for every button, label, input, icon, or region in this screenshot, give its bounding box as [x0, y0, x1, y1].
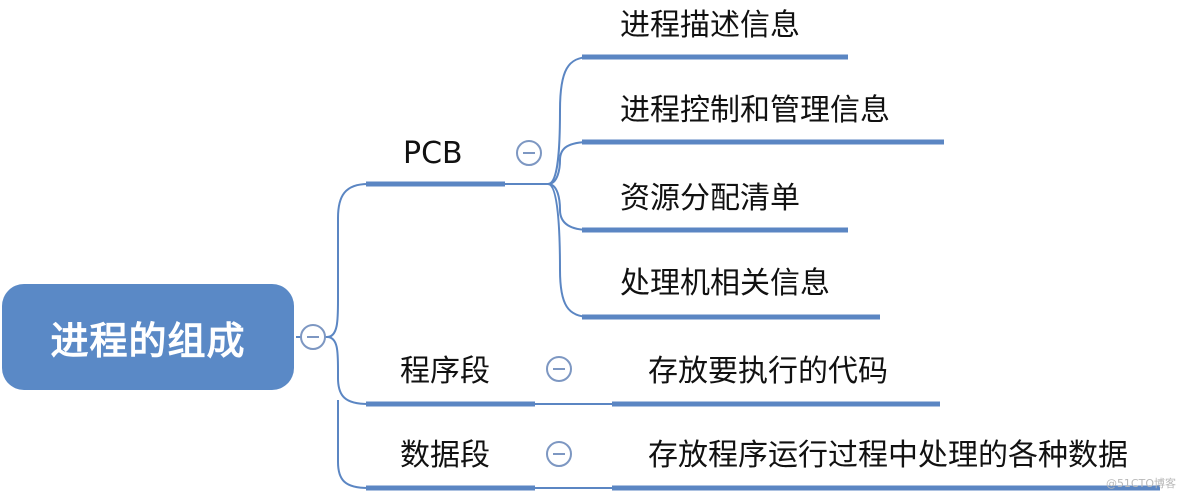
root-label: 进程的组成 [50, 318, 246, 363]
pcb-collapse-button[interactable] [516, 140, 542, 166]
program-child-1[interactable]: 存放要执行的代码 [648, 354, 888, 389]
pcb-child-2[interactable]: 进程控制和管理信息 [620, 93, 890, 128]
branch-data-label[interactable]: 数据段 [400, 438, 490, 473]
pcb-child-3[interactable]: 资源分配清单 [620, 181, 800, 216]
data-collapse-button[interactable] [546, 441, 572, 467]
root-collapse-button[interactable] [300, 324, 326, 350]
root-node[interactable]: 进程的组成 [2, 284, 294, 390]
program-collapse-button[interactable] [546, 356, 572, 382]
branch-program-label[interactable]: 程序段 [400, 354, 490, 389]
data-child-1[interactable]: 存放程序运行过程中处理的各种数据 [648, 438, 1128, 473]
watermark: @51CTO博客 [1105, 477, 1176, 490]
pcb-child-1[interactable]: 进程描述信息 [620, 8, 800, 43]
pcb-child-4[interactable]: 处理机相关信息 [620, 266, 830, 301]
branch-pcb-label[interactable]: PCB [403, 136, 463, 171]
